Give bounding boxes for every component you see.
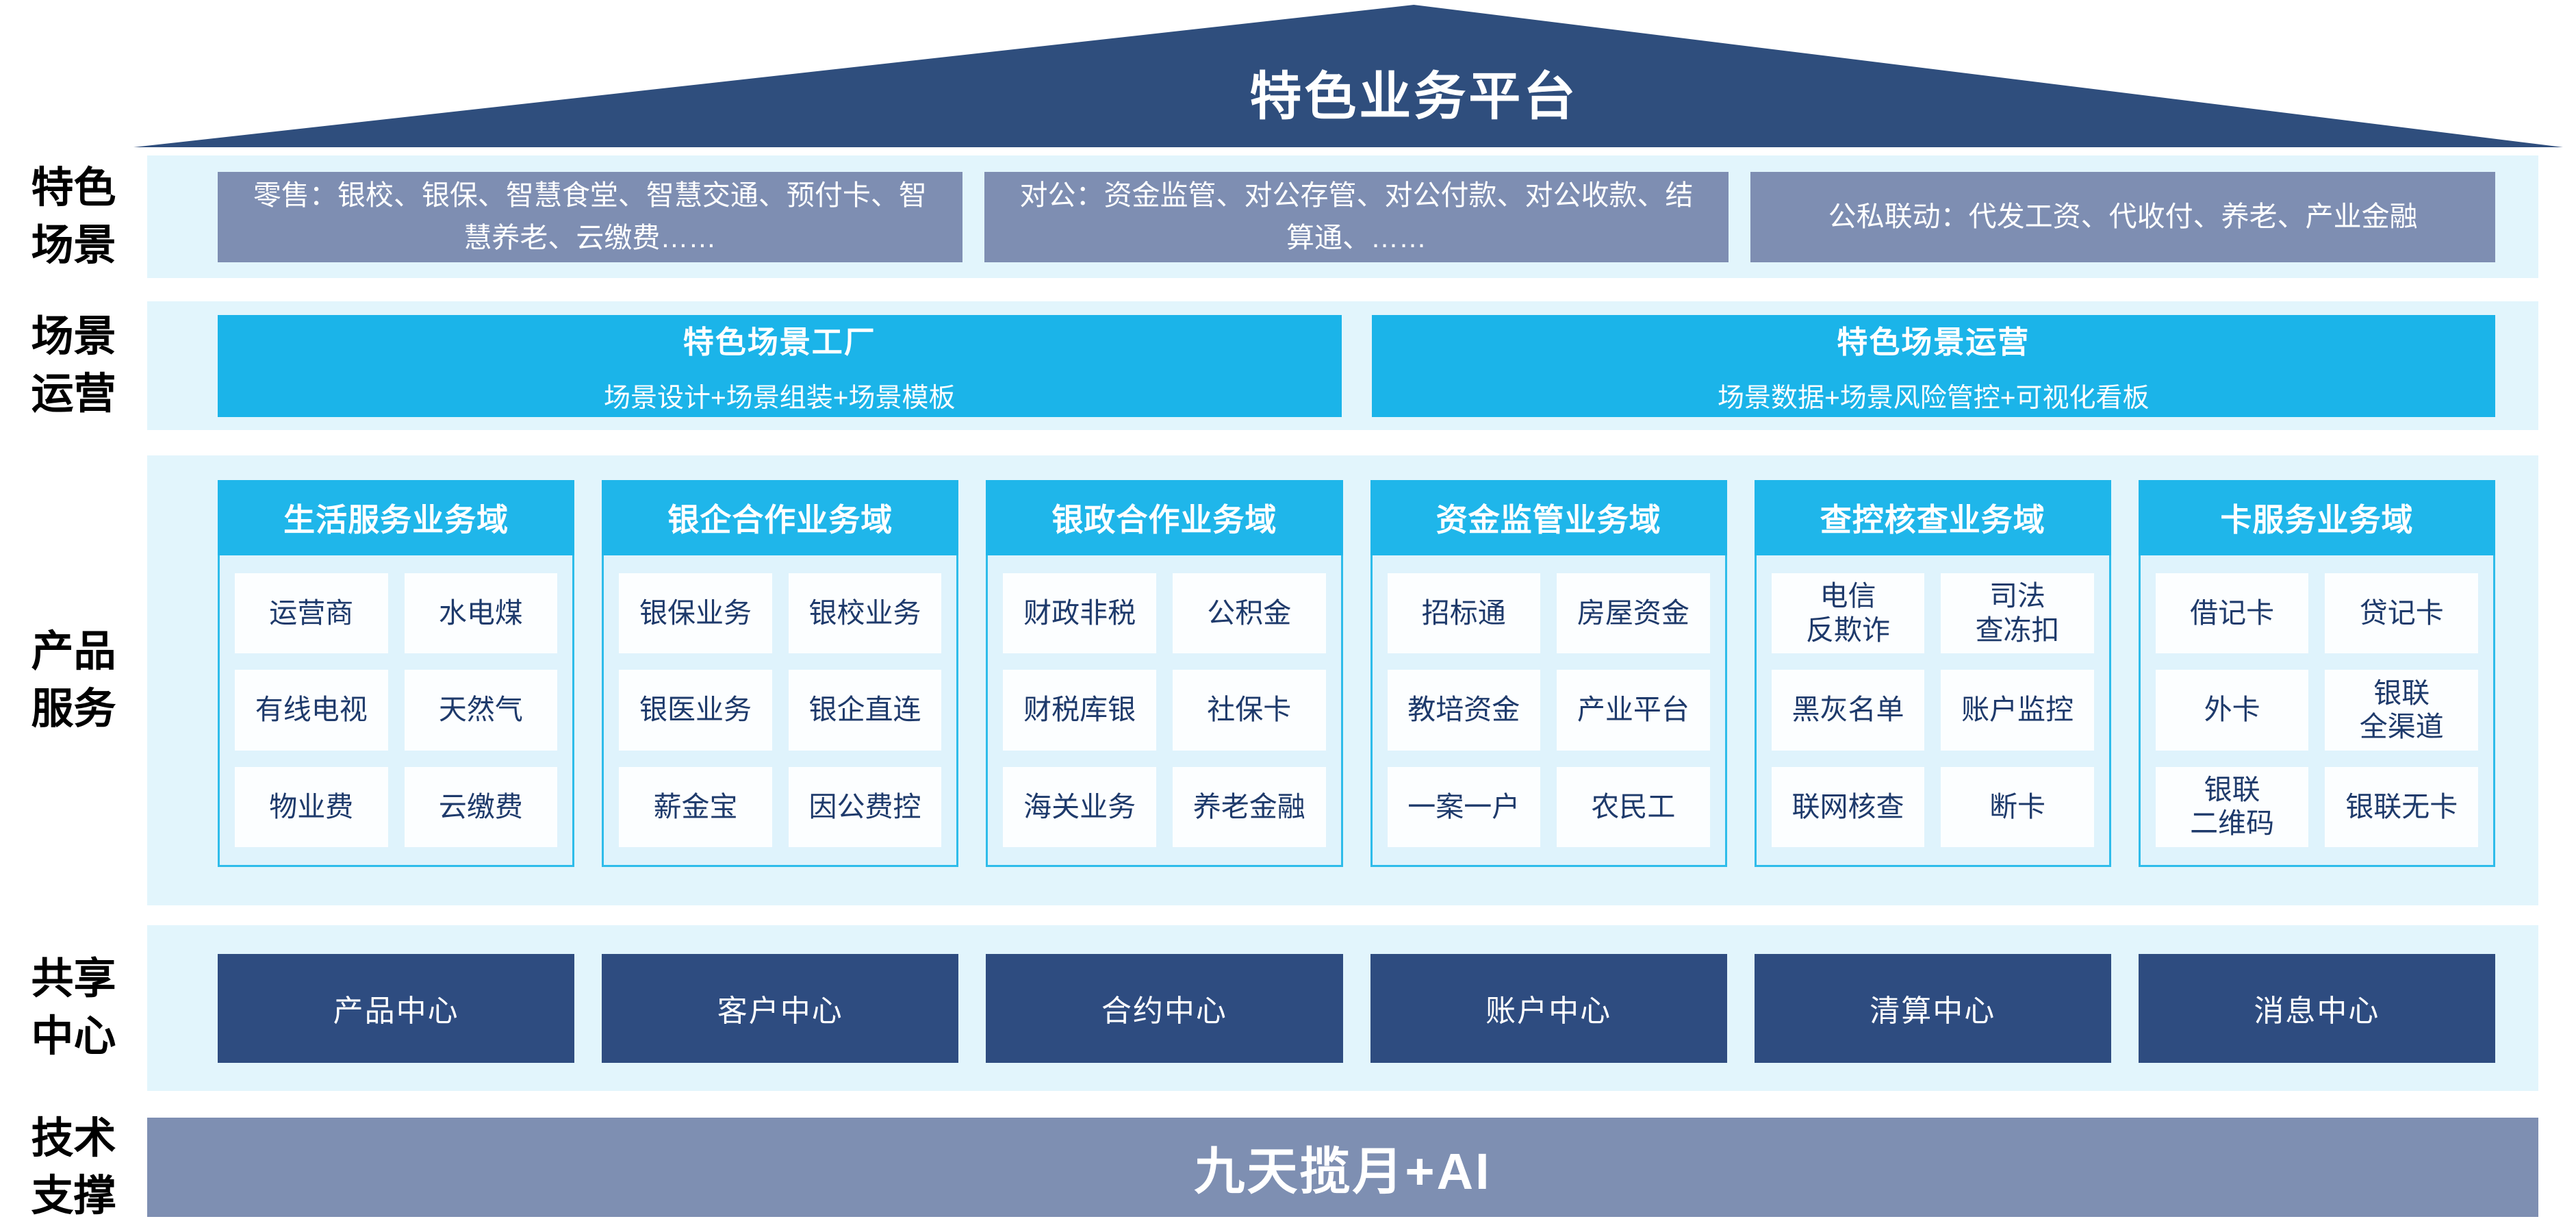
scene-operation-title: 特色场景运营 (1837, 324, 2030, 360)
domain-item: 物业费 (235, 766, 388, 847)
center-account: 账户中心 (1370, 953, 1727, 1063)
domain-item: 司法 查冻扣 (1941, 573, 2094, 654)
domain-item: 运营商 (235, 573, 388, 654)
domain-item: 借记卡 (2155, 573, 2309, 654)
domain-header: 银政合作业务域 (986, 480, 1343, 555)
tech-support-bar: 九天揽月+AI (147, 1118, 2538, 1217)
centers-band: 产品中心 客户中心 合约中心 账户中心 清算中心 消息中心 (147, 925, 2538, 1091)
domain-panel: 运营商 水电煤 有线电视 天然气 物业费 云缴费 (218, 555, 575, 867)
scene-box-corporate: 对公：资金监管、对公存管、对公付款、对公收款、结算通、…… (984, 171, 1729, 262)
domain-item: 联网核查 (1771, 766, 1925, 847)
domain-header: 资金监管业务域 (1370, 480, 1727, 555)
row-scene-operation: 场景 运营 特色场景工厂 场景设计+场景组装+场景模板 特色场景运营 场景数据+… (0, 301, 2576, 430)
row-label-scene-operation: 场景 运营 (31, 313, 116, 418)
domain-item: 因公费控 (788, 766, 942, 847)
domain-item: 财税库银 (1003, 670, 1156, 751)
domain-item: 公积金 (1172, 573, 1326, 654)
scenes-band: 零售：银校、银保、智慧食堂、智慧交通、预付卡、智慧养老、云缴费…… 对公：资金监… (147, 155, 2538, 278)
domain-item: 银医业务 (619, 670, 772, 751)
domain-item: 财政非税 (1003, 573, 1156, 654)
scene-factory-title: 特色场景工厂 (683, 324, 876, 360)
scene-factory-subtitle: 场景设计+场景组装+场景模板 (603, 383, 956, 413)
domain-item: 天然气 (404, 670, 558, 751)
row-special-scenes: 特色 场景 零售：银校、银保、智慧食堂、智慧交通、预付卡、智慧养老、云缴费…… … (0, 155, 2576, 278)
domain-item: 有线电视 (235, 670, 388, 751)
scene-operation-box: 特色场景运营 场景数据+场景风险管控+可视化看板 (1371, 314, 2495, 417)
domain-item: 一案一户 (1387, 766, 1541, 847)
domain-bank-enterprise: 银企合作业务域 银保业务 银校业务 银医业务 银企直连 薪金宝 因公费控 (602, 480, 959, 867)
domain-panel: 财政非税 公积金 财税库银 社保卡 海关业务 养老金融 (986, 555, 1343, 867)
domain-item: 银保业务 (619, 573, 772, 654)
center-product: 产品中心 (218, 953, 575, 1063)
scene-box-retail: 零售：银校、银保、智慧食堂、智慧交通、预付卡、智慧养老、云缴费…… (218, 171, 962, 262)
domain-header: 生活服务业务域 (218, 480, 575, 555)
domain-item: 银联无卡 (2325, 766, 2479, 847)
domain-header: 卡服务业务域 (2138, 480, 2496, 555)
scene-operation-subtitle: 场景数据+场景风险管控+可视化看板 (1717, 383, 2150, 413)
row-label-special-scenes: 特色 场景 (31, 164, 116, 269)
domain-item: 银校业务 (788, 573, 942, 654)
domain-item: 水电煤 (404, 573, 558, 654)
domain-item: 养老金融 (1172, 766, 1326, 847)
row-label-tech-support: 技术 支撑 (31, 1114, 116, 1220)
domain-item: 黑灰名单 (1771, 670, 1925, 751)
domain-item: 房屋资金 (1557, 573, 1710, 654)
row-label-product-services: 产品 服务 (31, 627, 116, 733)
domain-item: 外卡 (2155, 670, 2309, 751)
center-clearing: 清算中心 (1754, 953, 2111, 1063)
domain-item: 账户监控 (1941, 670, 2094, 751)
domain-panel: 招标通 房屋资金 教培资金 产业平台 一案一户 农民工 (1370, 555, 1727, 867)
domain-item: 银联 全渠道 (2325, 670, 2479, 751)
row-product-services: 产品 服务 生活服务业务域 运营商 水电煤 有线电视 天然气 物业费 云缴费 银… (0, 455, 2576, 905)
center-customer: 客户中心 (602, 953, 959, 1063)
domain-item: 教培资金 (1387, 670, 1541, 751)
domain-panel: 银保业务 银校业务 银医业务 银企直连 薪金宝 因公费控 (602, 555, 959, 867)
domain-bank-government: 银政合作业务域 财政非税 公积金 财税库银 社保卡 海关业务 养老金融 (986, 480, 1343, 867)
domain-fund-supervision: 资金监管业务域 招标通 房屋资金 教培资金 产业平台 一案一户 农民工 (1370, 480, 1727, 867)
center-message: 消息中心 (2138, 953, 2496, 1063)
scene-factory-box: 特色场景工厂 场景设计+场景组装+场景模板 (218, 314, 1342, 417)
domain-header: 查控核查业务域 (1754, 480, 2111, 555)
operation-band: 特色场景工厂 场景设计+场景组装+场景模板 特色场景运营 场景数据+场景风险管控… (147, 301, 2538, 430)
domain-item: 农民工 (1557, 766, 1710, 847)
domain-item: 断卡 (1941, 766, 2094, 847)
domain-item: 产业平台 (1557, 670, 1710, 751)
domain-item: 薪金宝 (619, 766, 772, 847)
domain-header: 银企合作业务域 (602, 480, 959, 555)
roof: 特色业务平台 (133, 5, 2563, 147)
domain-item: 电信 反欺诈 (1771, 573, 1925, 654)
domain-inspection-verification: 查控核查业务域 电信 反欺诈 司法 查冻扣 黑灰名单 账户监控 联网核查 断卡 (1754, 480, 2111, 867)
row-shared-centers: 共享 中心 产品中心 客户中心 合约中心 账户中心 清算中心 消息中心 (0, 925, 2576, 1091)
scene-box-public-private-linkage: 公私联动：代发工资、代收付、养老、产业金融 (1750, 171, 2496, 262)
domain-item: 银企直连 (788, 670, 942, 751)
products-band: 生活服务业务域 运营商 水电煤 有线电视 天然气 物业费 云缴费 银企合作业务域… (147, 455, 2538, 905)
center-contract: 合约中心 (986, 953, 1343, 1063)
platform-title: 特色业务平台 (1249, 68, 1579, 126)
domain-panel: 电信 反欺诈 司法 查冻扣 黑灰名单 账户监控 联网核查 断卡 (1754, 555, 2111, 867)
domain-item: 云缴费 (404, 766, 558, 847)
domain-card-services: 卡服务业务域 借记卡 贷记卡 外卡 银联 全渠道 银联 二维码 银联无卡 (2138, 480, 2496, 867)
row-tech-support: 技术 支撑 九天揽月+AI (0, 1114, 2576, 1220)
domain-item: 贷记卡 (2325, 573, 2479, 654)
domain-item: 银联 二维码 (2155, 766, 2309, 847)
domain-item: 社保卡 (1172, 670, 1326, 751)
domain-life-services: 生活服务业务域 运营商 水电煤 有线电视 天然气 物业费 云缴费 (218, 480, 575, 867)
domain-item: 海关业务 (1003, 766, 1156, 847)
domain-panel: 借记卡 贷记卡 外卡 银联 全渠道 银联 二维码 银联无卡 (2138, 555, 2496, 867)
row-label-shared-centers: 共享 中心 (31, 955, 116, 1060)
domain-item: 招标通 (1387, 573, 1541, 654)
